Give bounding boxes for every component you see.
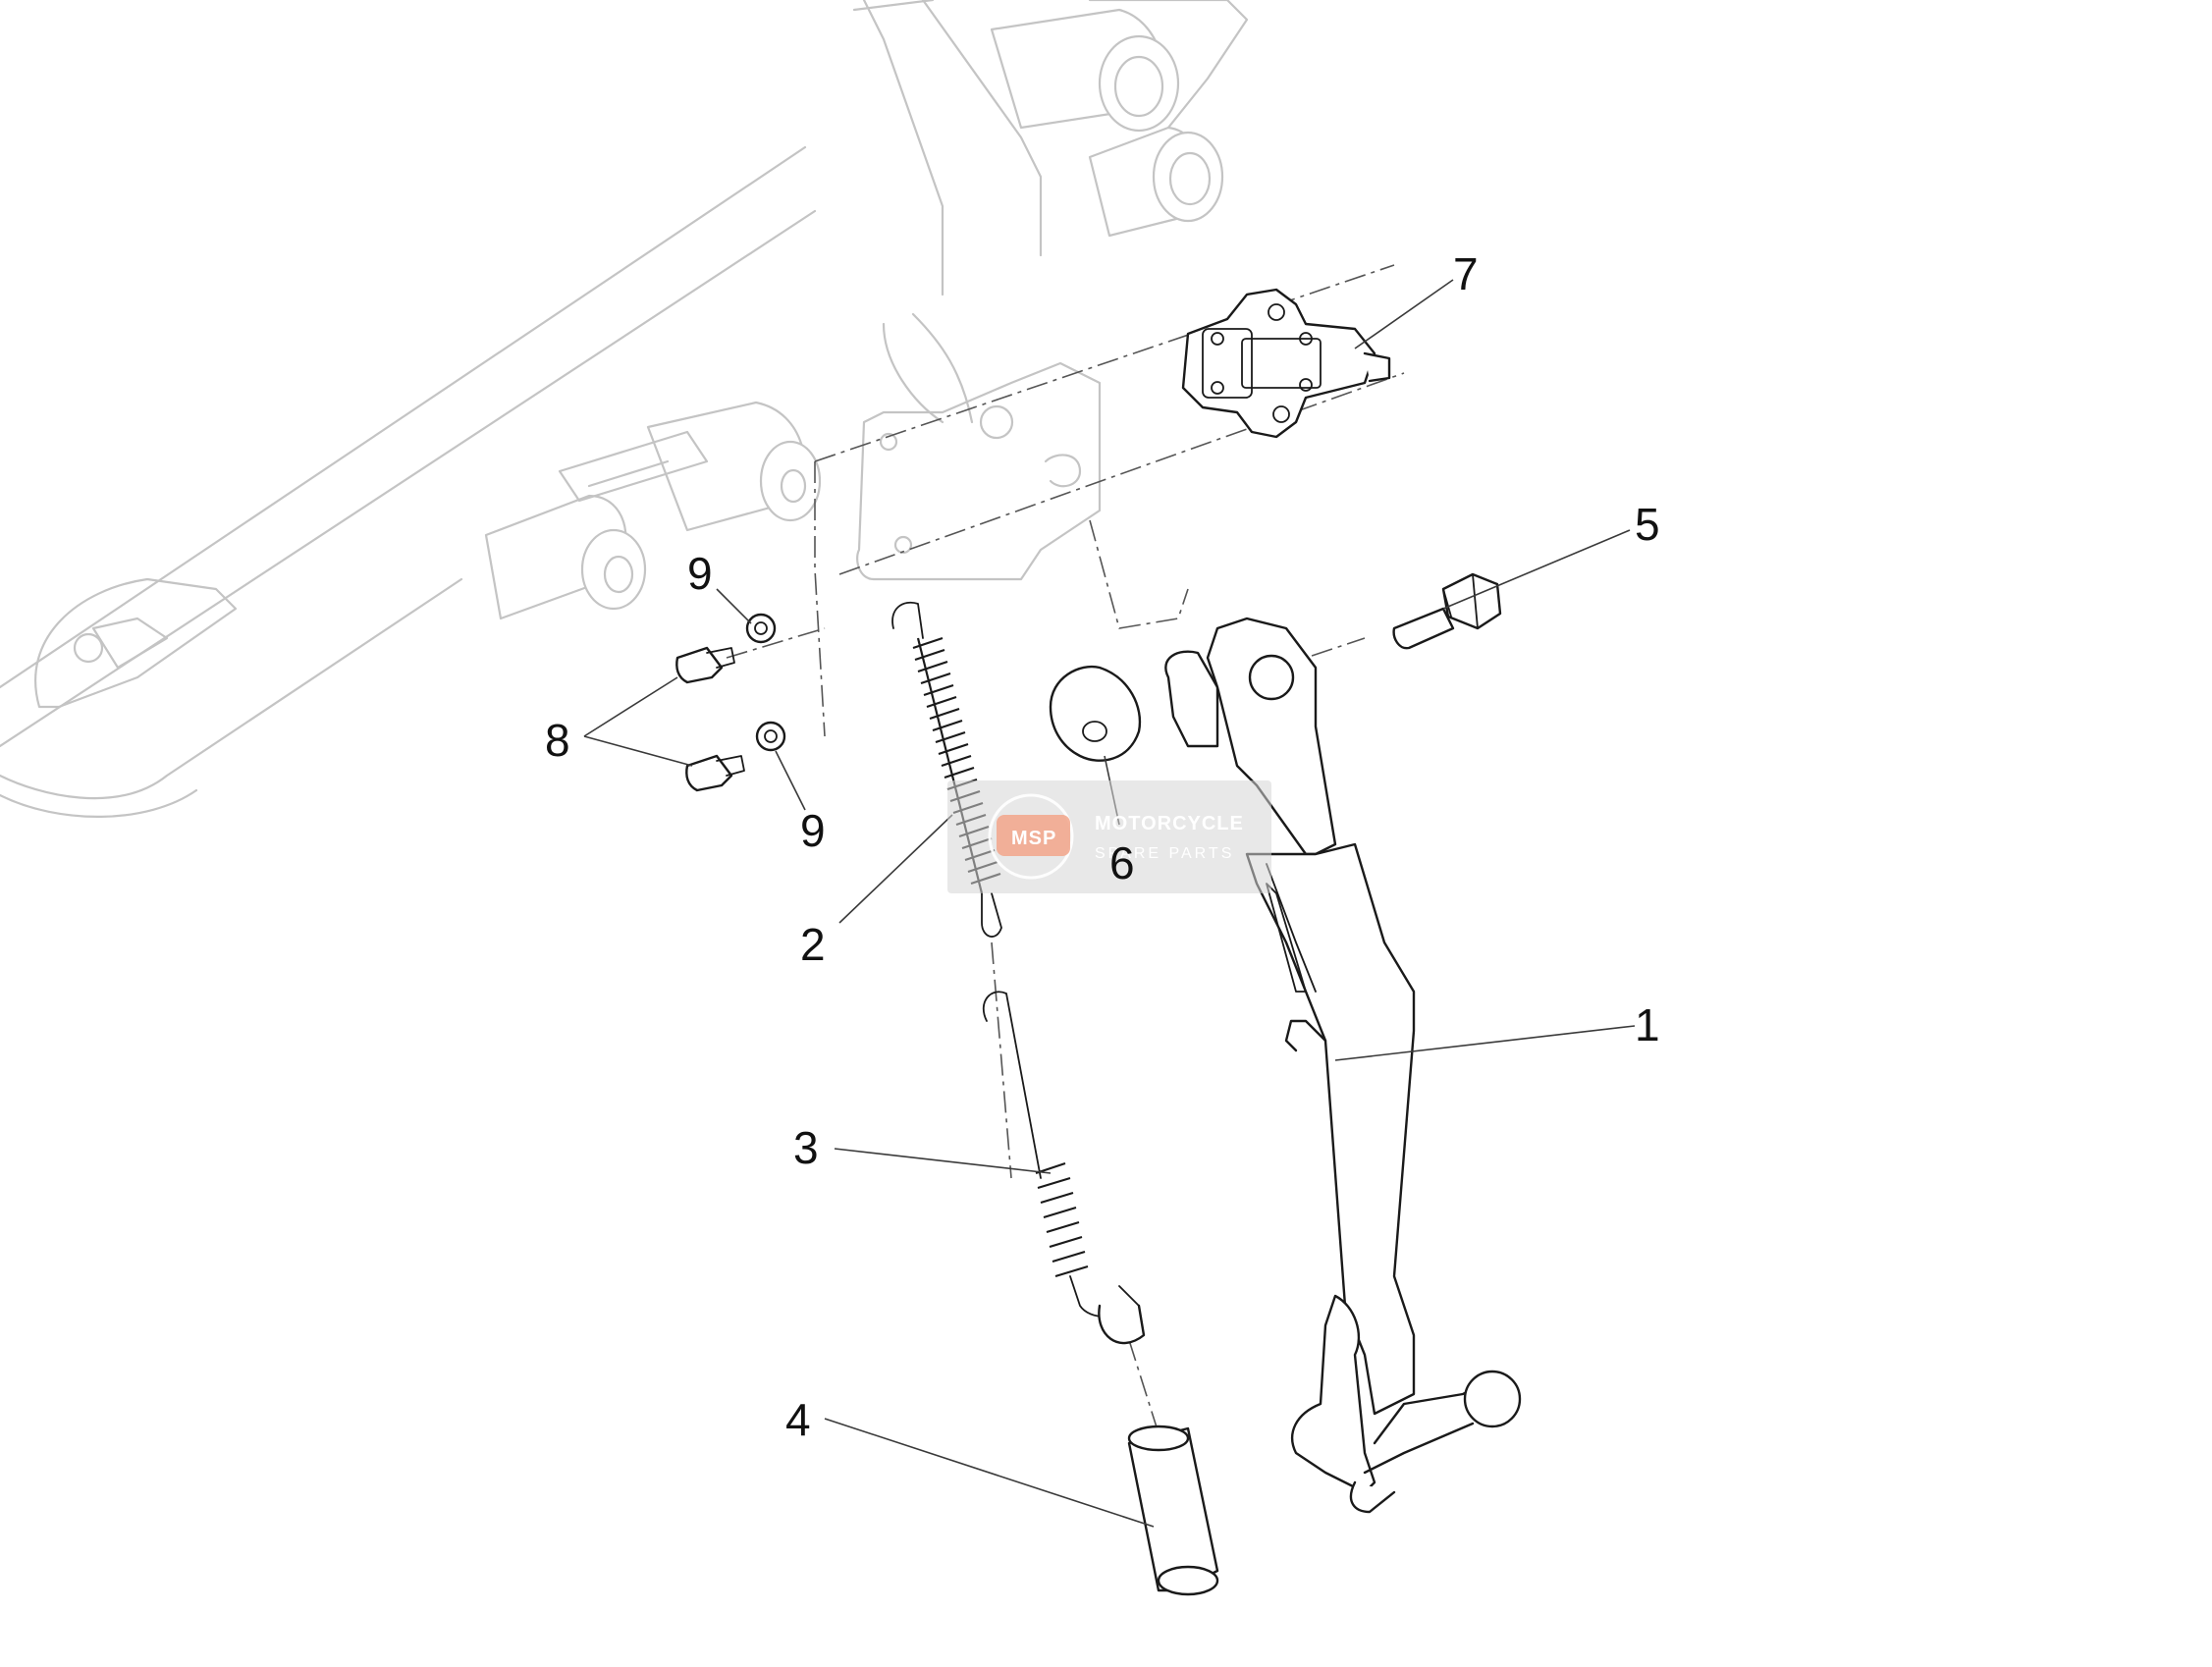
spacer-sleeve[interactable]	[1127, 1425, 1219, 1596]
leader-lines	[583, 279, 1636, 1528]
washers[interactable]	[745, 613, 786, 752]
callout-4: 4	[785, 1394, 811, 1445]
assembly-axes	[726, 264, 1405, 1434]
stand-pivot-bolt[interactable]	[1392, 572, 1502, 650]
callout-6: 6	[1109, 837, 1135, 888]
sidestand-switch[interactable]	[1181, 288, 1391, 439]
callout-1: 1	[1635, 999, 1660, 1050]
callout-9-bottom: 9	[800, 805, 826, 856]
side-stand[interactable]	[1164, 617, 1522, 1514]
rubber-pad[interactable]	[1049, 665, 1142, 762]
callout-3: 3	[793, 1122, 819, 1173]
callout-5: 5	[1635, 499, 1660, 550]
screws[interactable]	[675, 646, 745, 792]
callout-labels: 1 2 3 4 5 6 7 8 9 9	[545, 248, 1660, 1445]
callout-8: 8	[545, 715, 570, 766]
short-spring[interactable]	[982, 991, 1146, 1345]
frame-outline	[0, 0, 1249, 818]
watermark-line1: MOTORCYCLE	[1095, 813, 1244, 834]
watermark-logo: MSP	[1011, 828, 1056, 849]
callout-7: 7	[1453, 248, 1479, 299]
callout-9-top: 9	[687, 548, 713, 599]
watermark: MSP MOTORCYCLE SPARE PARTS	[947, 780, 1271, 893]
callout-2: 2	[800, 919, 826, 970]
watermark-line2: SPARE PARTS	[1095, 845, 1234, 862]
